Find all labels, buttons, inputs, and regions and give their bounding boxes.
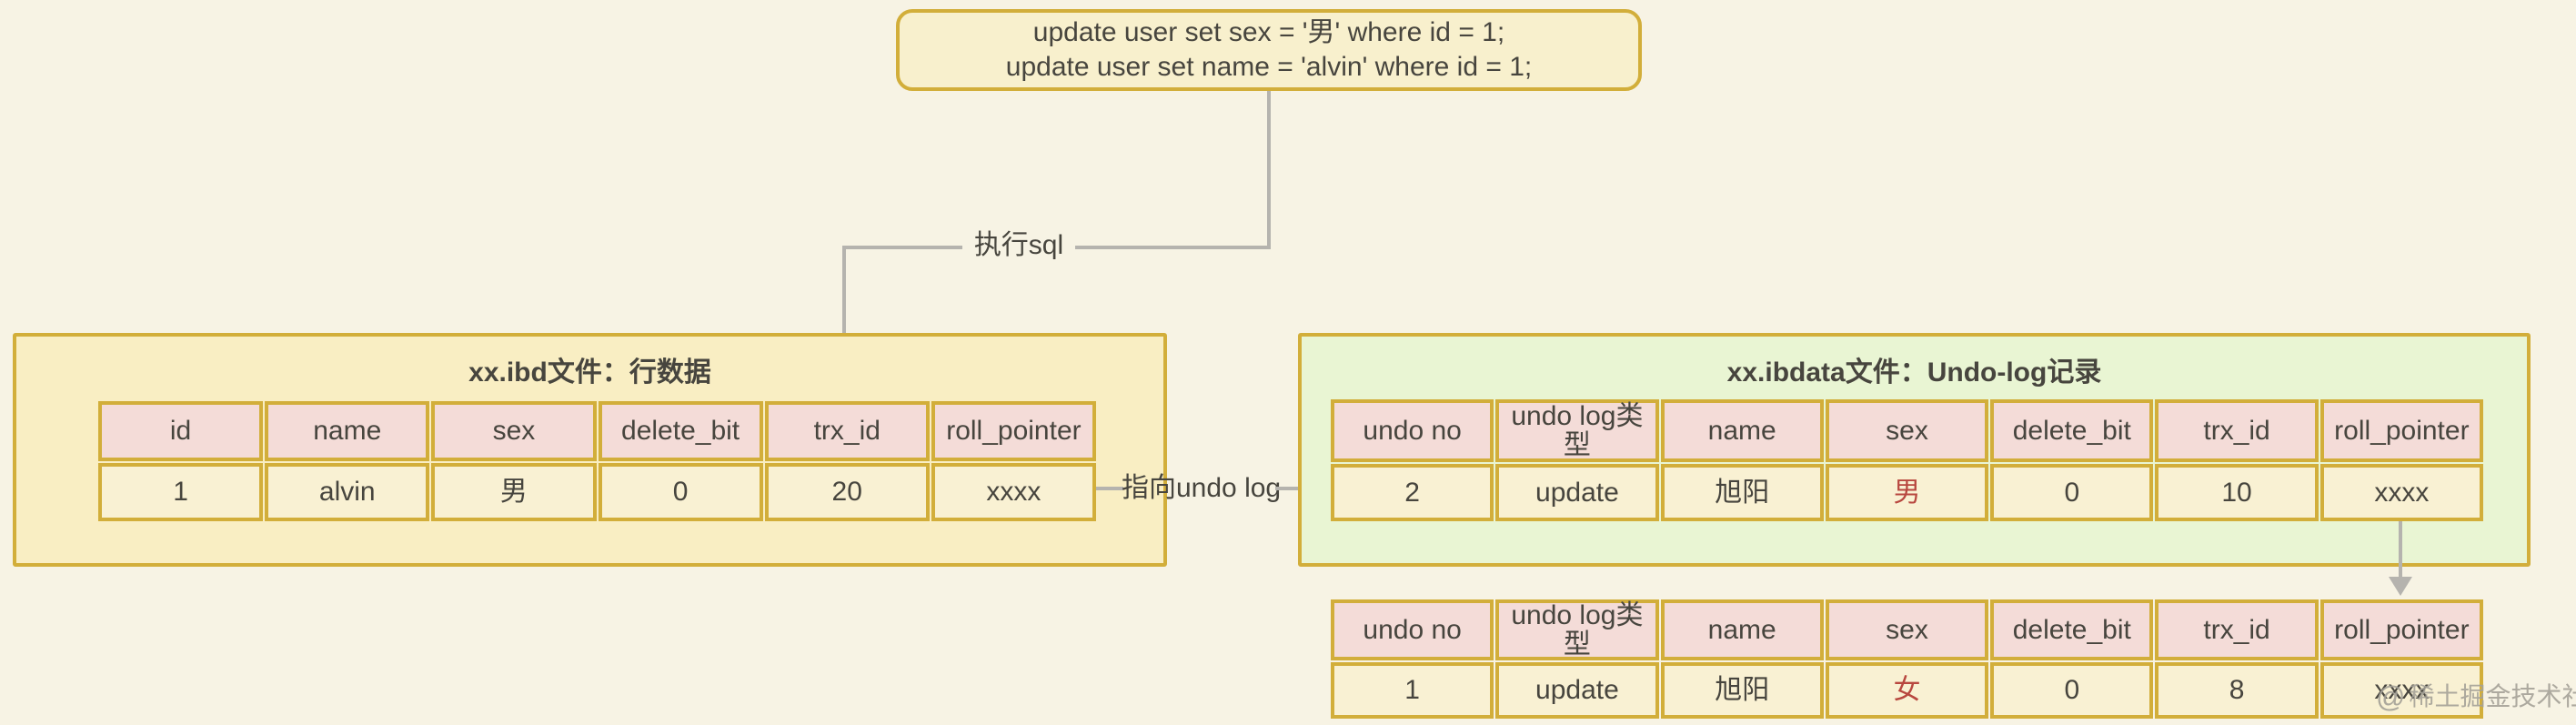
row-data-table: id name sex delete_bit trx_id roll_point…: [98, 401, 1096, 521]
juejin-logo-icon: @: [2376, 680, 2406, 713]
undo1-val-roll-pointer: xxxx: [2319, 464, 2483, 521]
row-data-val-id: 1: [98, 463, 264, 521]
point-undo-log-label: 指向undo log: [1122, 473, 1282, 503]
execute-sql-label: 执行sql: [962, 227, 1075, 264]
sql-statement-2: update user set name = 'alvin' where id …: [1005, 51, 1533, 82]
row-data-col-trx-id: trx_id: [764, 401, 930, 461]
juejin-watermark-text: 稀土掘金技术社区: [2409, 682, 2576, 710]
undo1-val-undo-no: 2: [1331, 464, 1494, 521]
juejin-watermark: @ 稀土掘金技术社区: [2376, 682, 2576, 711]
undo1-col-delete-bit: delete_bit: [1990, 399, 2154, 462]
row-data-col-roll-pointer: roll_pointer: [931, 401, 1096, 461]
undo2-col-sex: sex: [1825, 599, 1989, 660]
ibd-file-box: xx.ibd文件：行数据 id name sex delete_bit trx_…: [13, 333, 1167, 567]
undo2-val-roll-pointer: xxxx: [2319, 662, 2483, 719]
undo2-val-undo-no: 1: [1331, 662, 1494, 719]
sql-statement-1: update user set sex = '男' where id = 1;: [1032, 17, 1505, 48]
execute-sql-connector-vertical-left: [842, 246, 846, 382]
ibd-file-title: xx.ibd文件：行数据: [468, 357, 711, 388]
undo1-col-undo-no: undo no: [1331, 399, 1494, 462]
undo1-col-sex: sex: [1825, 399, 1989, 462]
point-undo-connector-left-segment: [1096, 487, 1123, 490]
undo2-val-sex: 女: [1825, 662, 1989, 719]
row-data-val-delete-bit: 0: [598, 463, 763, 521]
roll-pointer-arrowhead-icon: [2389, 577, 2412, 596]
roll-pointer-connector-vertical: [2399, 521, 2402, 579]
undo1-val-trx-id: 10: [2155, 464, 2319, 521]
undo1-col-undo-log-type: undo log类型: [1495, 399, 1659, 462]
undo2-col-undo-no: undo no: [1331, 599, 1494, 660]
undo2-val-undo-log-type: update: [1495, 662, 1659, 719]
row-data-col-name: name: [265, 401, 430, 461]
undo2-val-delete-bit: 0: [1990, 662, 2154, 719]
point-undo-connector-right-segment: [1275, 487, 1315, 490]
undo-log-table-1: undo no undo log类型 name sex delete_bit t…: [1331, 399, 2483, 521]
row-data-val-sex: 男: [431, 463, 597, 521]
row-data-val-name: alvin: [265, 463, 430, 521]
undo2-col-name: name: [1660, 599, 1824, 660]
undo-log-table-2: undo no undo log类型 name sex delete_bit t…: [1331, 599, 2483, 719]
row-data-col-sex: sex: [431, 401, 597, 461]
ibdata-file-title: xx.ibdata文件：Undo-log记录: [1726, 357, 2102, 388]
undo2-val-name: 旭阳: [1660, 662, 1824, 719]
row-data-col-id: id: [98, 401, 264, 461]
row-data-col-delete-bit: delete_bit: [598, 401, 763, 461]
ibdata-file-box: xx.ibdata文件：Undo-log记录 undo no undo log类…: [1298, 333, 2531, 567]
undo2-col-trx-id: trx_id: [2155, 599, 2319, 660]
undo1-val-name: 旭阳: [1660, 464, 1824, 521]
undo1-val-undo-log-type: update: [1495, 464, 1659, 521]
undo1-val-delete-bit: 0: [1990, 464, 2154, 521]
execute-sql-connector-vertical-right: [1267, 91, 1271, 249]
sql-statements-box: update user set sex = '男' where id = 1; …: [896, 9, 1642, 91]
undo2-val-trx-id: 8: [2155, 662, 2319, 719]
undo1-col-trx-id: trx_id: [2155, 399, 2319, 462]
undo2-col-delete-bit: delete_bit: [1990, 599, 2154, 660]
undo1-val-sex: 男: [1825, 464, 1989, 521]
undo2-col-roll-pointer: roll_pointer: [2319, 599, 2483, 660]
undo2-col-undo-log-type: undo log类型: [1495, 599, 1659, 660]
undo1-col-roll-pointer: roll_pointer: [2319, 399, 2483, 462]
row-data-val-trx-id: 20: [764, 463, 930, 521]
undo1-col-name: name: [1660, 399, 1824, 462]
row-data-val-roll-pointer: xxxx: [931, 463, 1096, 521]
